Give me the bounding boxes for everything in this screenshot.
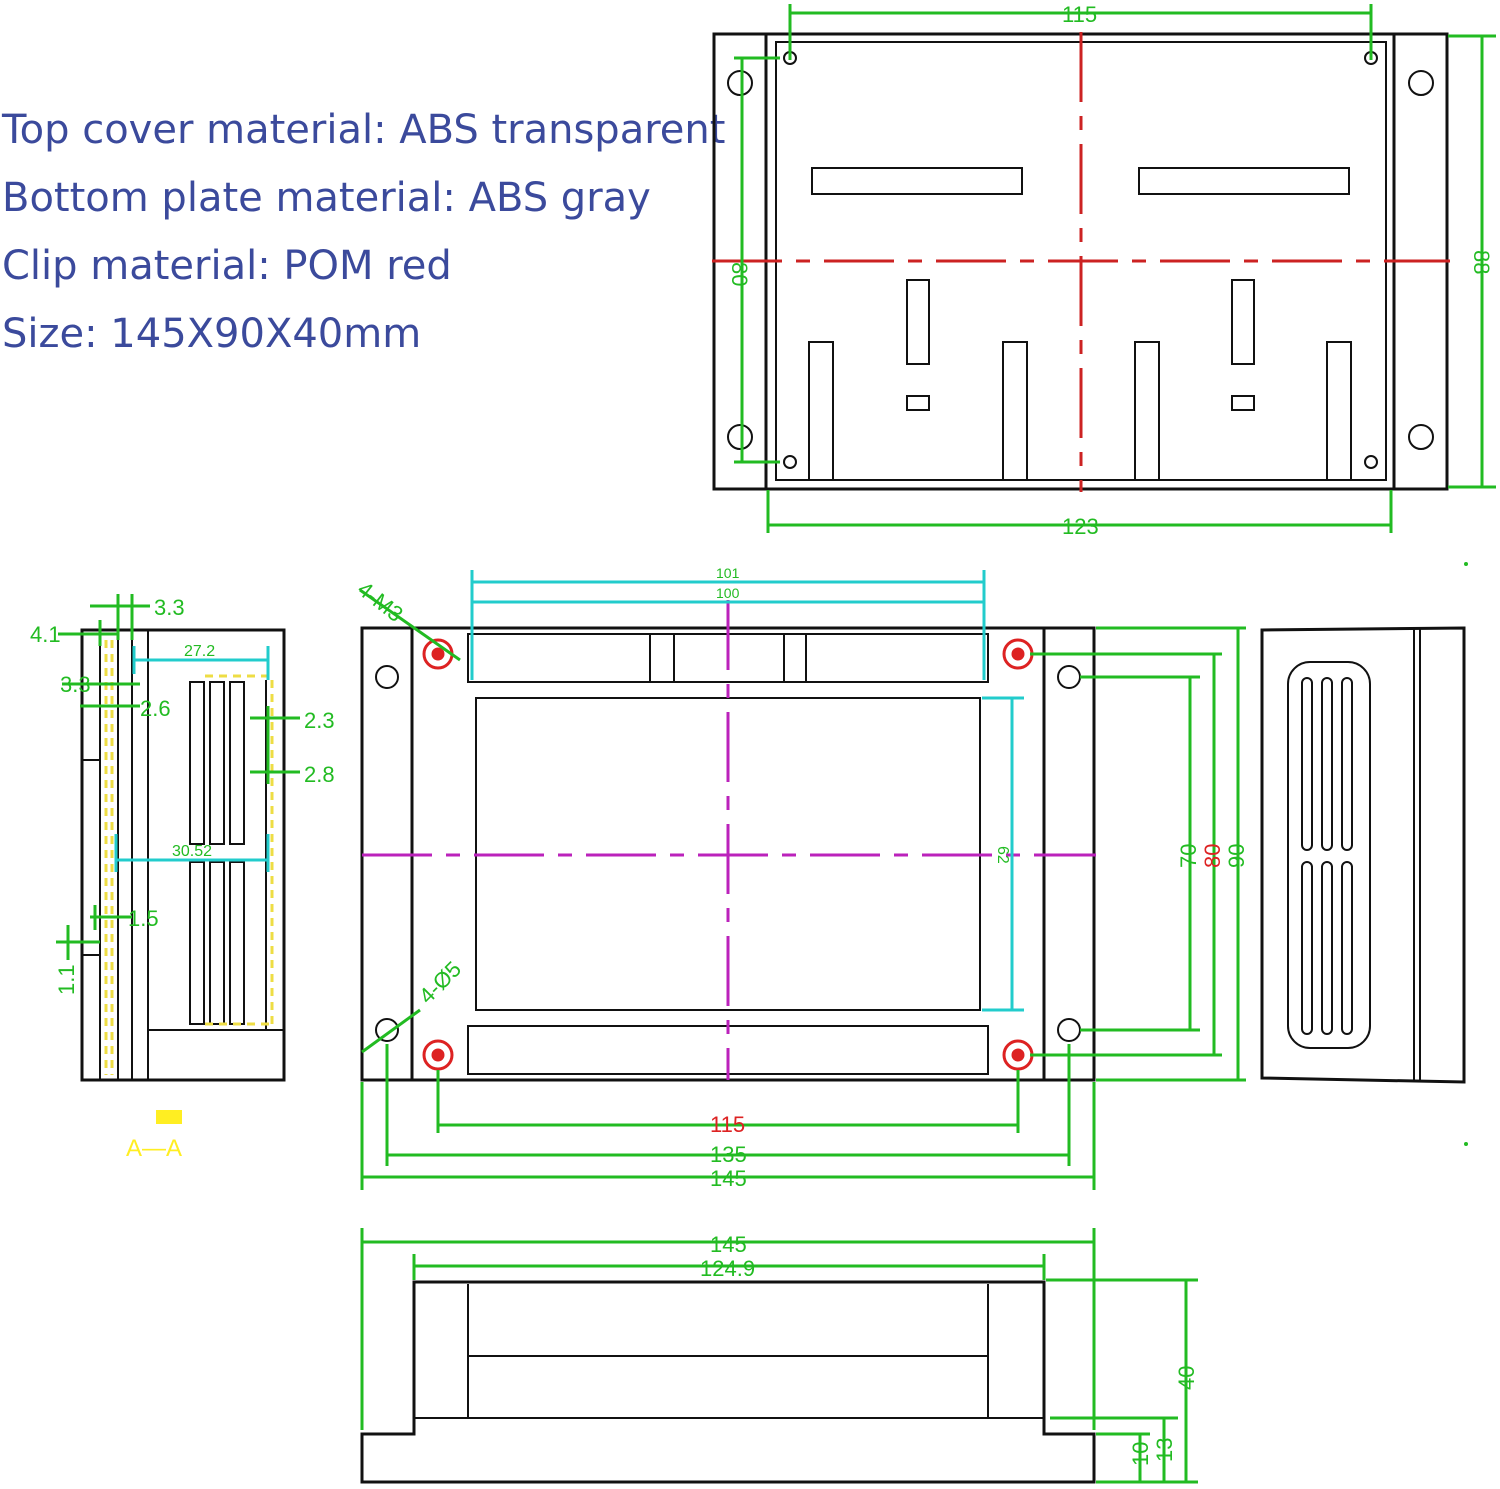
top-height-inner-label: 80 bbox=[727, 262, 752, 286]
section-dim-1-1: 1.1 bbox=[54, 964, 79, 995]
front-centerlines bbox=[362, 600, 1096, 1080]
section-dim-3-3-top: 3.3 bbox=[154, 595, 185, 620]
section-dim-4-1: 4.1 bbox=[30, 622, 61, 647]
marker-dot bbox=[1464, 562, 1468, 566]
front-dim-90: 90 bbox=[1224, 844, 1249, 868]
spec-size: Size: 145X90X40mm bbox=[2, 311, 422, 357]
top-view-dimensions bbox=[734, 4, 1496, 533]
section-dim-1-5: 1.5 bbox=[128, 906, 159, 931]
bottom-dim-124-9: 124.9 bbox=[700, 1256, 755, 1281]
top-height-outer-label: 88 bbox=[1469, 250, 1494, 274]
front-cyan-dimensions bbox=[470, 570, 1024, 1012]
section-dim-2-3: 2.3 bbox=[304, 708, 335, 733]
front-dim-135: 135 bbox=[710, 1142, 747, 1167]
section-mark-symbol bbox=[156, 1110, 182, 1124]
section-dim-30-52: 30.52 bbox=[172, 843, 212, 860]
top-width-outer-label: 123 bbox=[1062, 514, 1099, 539]
section-dim-2-8: 2.8 bbox=[304, 762, 335, 787]
bottom-dim-10: 10 bbox=[1128, 1442, 1153, 1466]
front-dim-62: 62 bbox=[994, 846, 1011, 864]
spec-bottom-plate: Bottom plate material: ABS gray bbox=[2, 175, 651, 221]
material-specs: Top cover material: ABS transparent Bott… bbox=[2, 96, 725, 368]
front-dim-115: 115 bbox=[710, 1112, 745, 1137]
front-dim-101: 101 bbox=[716, 565, 740, 581]
section-cyan-dimensions bbox=[114, 646, 270, 872]
bottom-dim-145: 145 bbox=[710, 1232, 747, 1257]
section-mark-label: A—A bbox=[126, 1135, 182, 1162]
top-width-inner-label: 115 bbox=[1062, 2, 1097, 27]
front-dim-80: 80 bbox=[1200, 844, 1225, 868]
bottom-dim-13: 13 bbox=[1152, 1438, 1177, 1462]
section-dimensions bbox=[56, 594, 300, 960]
front-dim-70: 70 bbox=[1176, 844, 1201, 868]
spec-clip: Clip material: POM red bbox=[2, 243, 452, 289]
front-hole-label-d5: 4-Ø5 bbox=[414, 956, 466, 1008]
front-dim-100: 100 bbox=[716, 585, 740, 601]
spec-top-cover: Top cover material: ABS transparent bbox=[2, 107, 726, 153]
section-dim-27-2: 27.2 bbox=[184, 643, 215, 660]
side-view bbox=[1260, 626, 1466, 1084]
section-hatch bbox=[104, 640, 274, 1075]
bottom-view bbox=[360, 1280, 1096, 1484]
front-dim-145: 145 bbox=[710, 1166, 747, 1191]
marker-dot bbox=[1464, 1142, 1468, 1146]
section-dim-2-6: 2.6 bbox=[140, 696, 171, 721]
top-view-centerlines bbox=[712, 32, 1450, 492]
bottom-dimensions bbox=[360, 1228, 1198, 1484]
front-dimensions bbox=[359, 588, 1246, 1190]
bottom-dim-40: 40 bbox=[1174, 1366, 1199, 1390]
section-dim-3-3-mid: 3.3 bbox=[60, 672, 91, 697]
